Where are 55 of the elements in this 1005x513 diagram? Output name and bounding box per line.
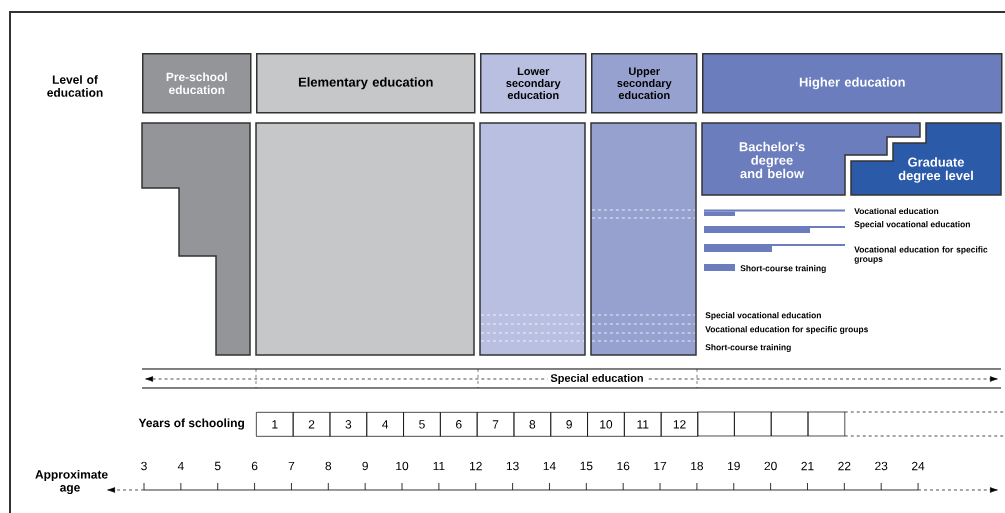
age-number: 20 [764,461,777,471]
age-number: 22 [838,461,851,471]
axis-title: Level of education [47,75,103,97]
year-cell: 2 [292,412,331,437]
column-block [479,122,586,356]
age-number: 4 [177,461,184,471]
age-number: 17 [654,461,667,471]
age-number: 9 [362,461,368,471]
age-number: 6 [251,461,258,471]
program-label: Special vocational education [705,312,821,320]
age-number: 16 [617,461,630,471]
age-number: 14 [543,461,556,471]
age-number: 15 [580,461,593,471]
column-block [590,122,697,356]
age-number: 19 [728,461,740,471]
age-number: 3 [141,461,147,471]
program-label: Short-course training [705,344,791,352]
column-block [255,122,475,356]
age-number: 23 [875,461,888,471]
age-number: 24 [912,461,925,471]
age-number: 12 [470,461,482,471]
axis-title: Approximate age [35,469,108,495]
program-label: Special vocational education [854,221,970,229]
age-number: 11 [433,461,445,471]
year-cell: 5 [403,412,441,437]
level-header-box: Pre-school education [142,53,252,114]
program-label: Short-course training [740,265,826,273]
level-header-box: Upper secondary education [591,53,698,114]
level-header-box: Higher education [702,53,1003,114]
year-cell: 1 [256,412,294,437]
age-number: 10 [396,461,409,471]
program-label: Vocational education for specific groups [705,326,868,334]
year-cell: 6 [440,412,478,437]
degree-block: Graduate degree level [850,122,1002,196]
arrow-label: Special education [547,372,647,386]
year-cell: 11 [624,412,662,437]
age-number: 8 [325,461,332,471]
age-number: 5 [214,461,221,471]
row-title: Years of schooling [138,418,244,430]
level-header-box: Elementary education [256,53,476,114]
program-label: Vocational education [854,207,939,215]
age-number: 18 [691,461,704,471]
program-label: Vocational education for specific groups [854,246,988,264]
year-cell: 7 [476,412,515,437]
column-block [141,122,251,356]
age-number: 13 [506,461,519,471]
year-cell: 10 [587,412,625,437]
age-number: 7 [288,461,295,471]
year-cell: 8 [513,412,552,437]
age-number: 21 [801,461,814,471]
year-cell: 3 [329,412,368,437]
year-cell: 9 [550,412,588,437]
level-header-box: Lower secondary education [480,53,587,114]
year-cell: 4 [366,412,404,437]
year-cell: 12 [660,412,699,437]
